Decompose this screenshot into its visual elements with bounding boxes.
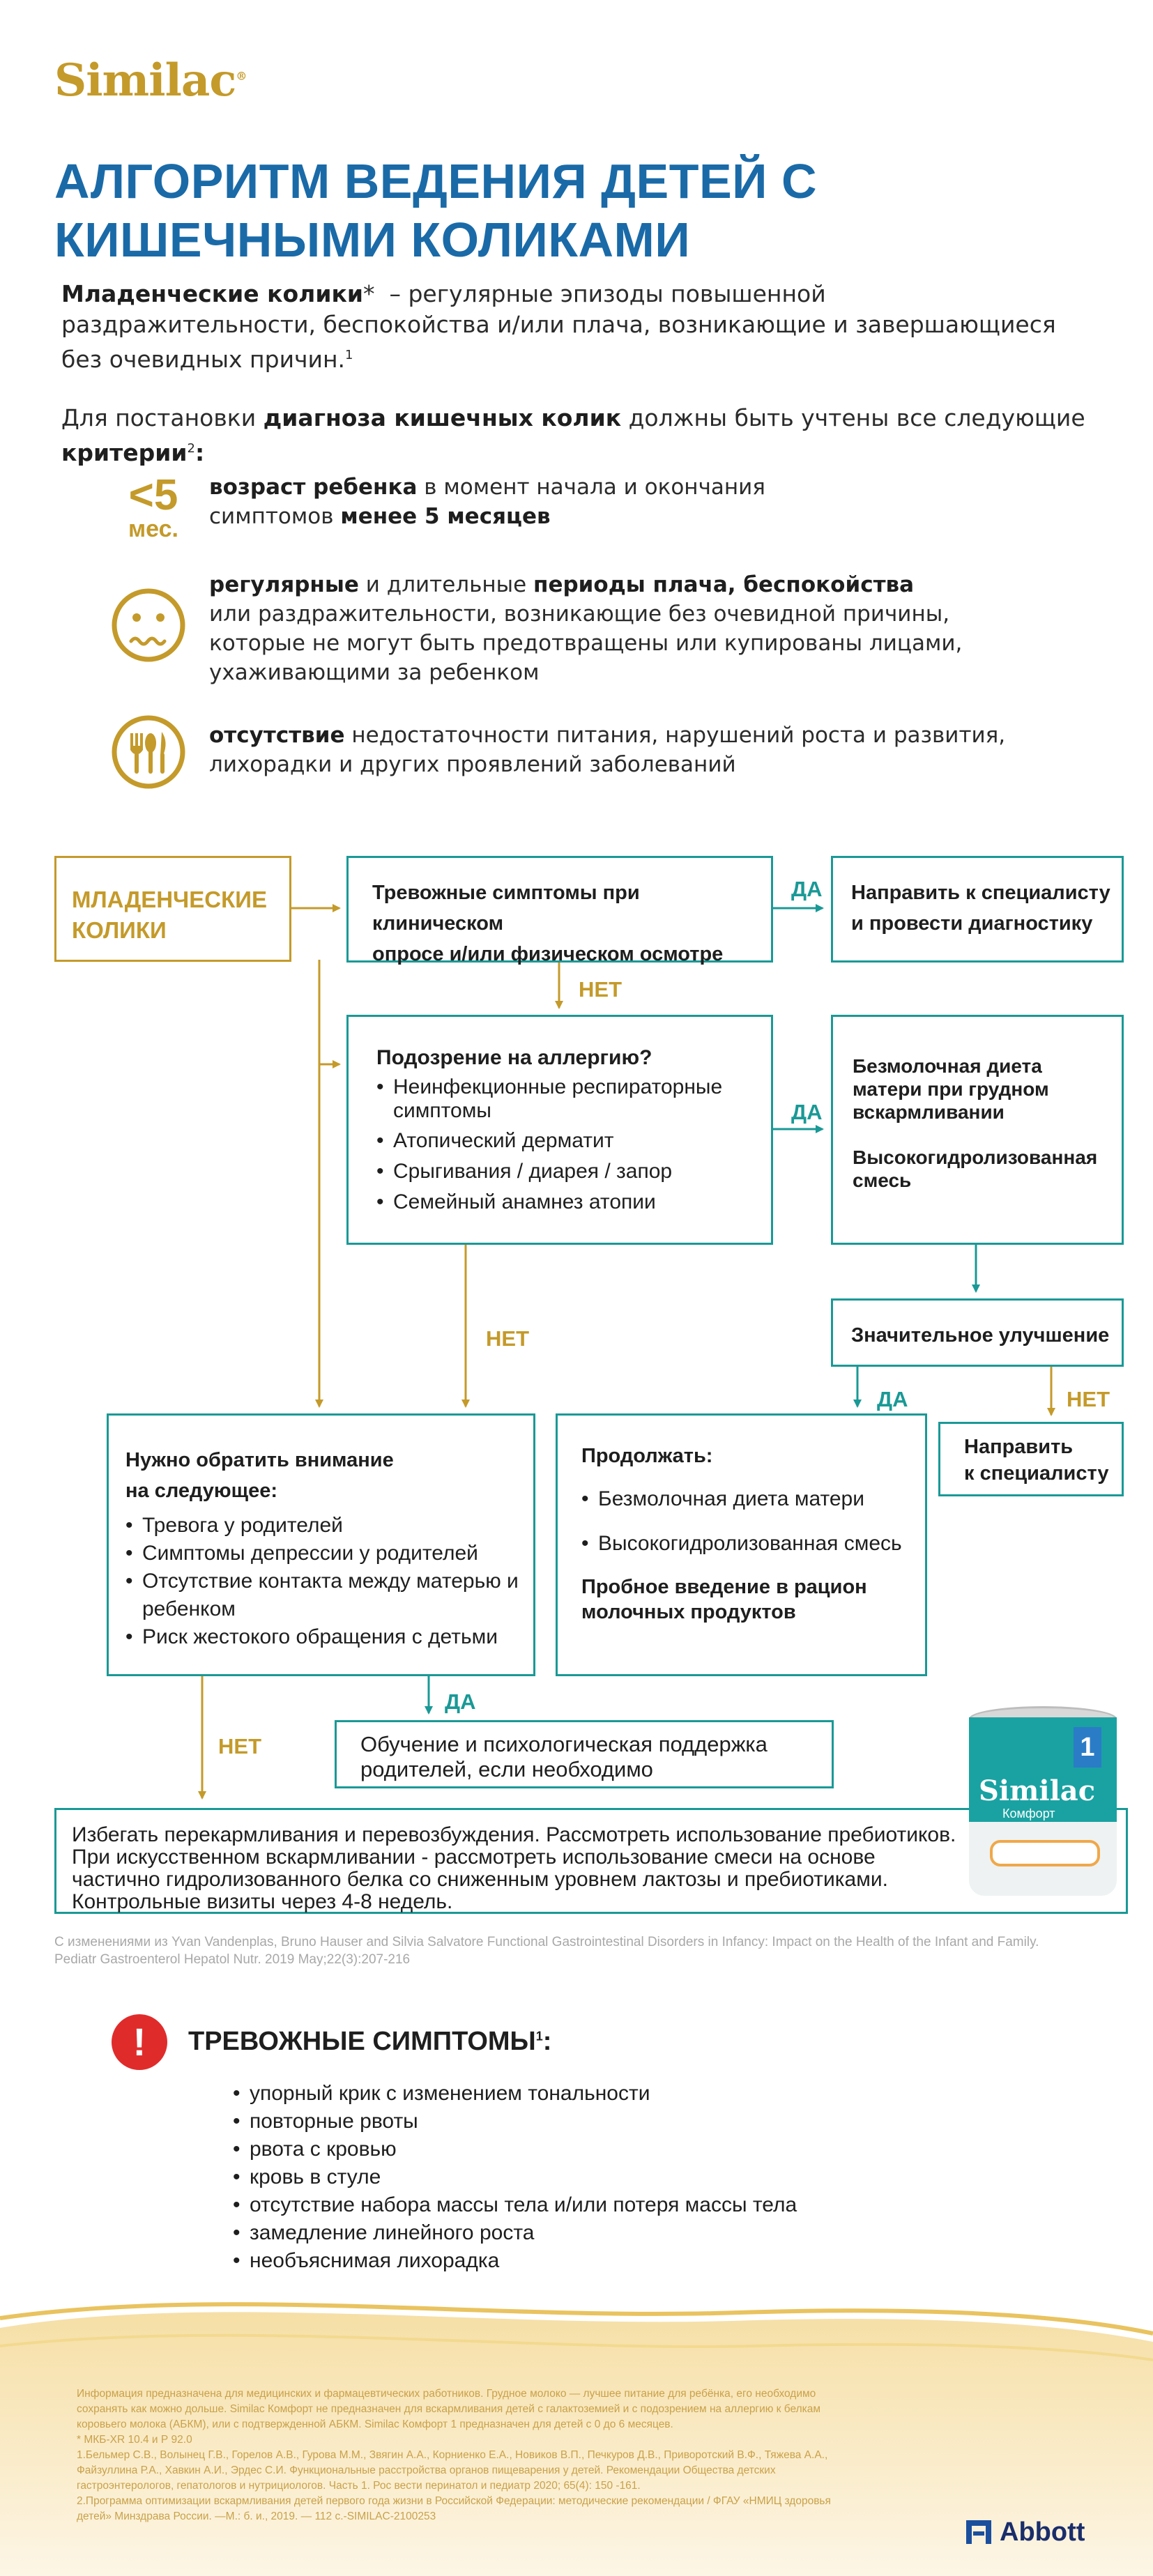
no-label: НЕТ [579,977,622,1002]
abbott-mark-icon [966,2520,991,2544]
yes-label: ДА [791,877,823,901]
source-citation: С изменениями из Yvan Vandenplas, Bruno … [54,1935,1039,1967]
improvement-box: Значительное улучшение [831,1298,1124,1367]
allergy-item: Атопический дерматит [376,1127,753,1155]
continue-item: Высокогидролизованная смесь [581,1530,902,1558]
alarm-item: рвота с кровью [233,2136,1000,2163]
product-brand: Similac [979,1774,1096,1807]
alarm-item: повторные рвоты [233,2108,1000,2136]
allergy-item: Неинфекционные респираторные симптомы [376,1073,753,1123]
criterion-age: возраст ребенка в момент начала и оконча… [209,475,765,529]
footer-disclaimer: Информация предназначена для медицинских… [77,2388,831,2522]
no-label: НЕТ [218,1734,261,1758]
crying-face-icon [112,588,185,662]
attention-item: Симптомы депрессии у родителей [125,1540,523,1567]
yes-label: ДА [445,1689,476,1714]
alarm-list: упорный крик с изменением тональности по… [233,2080,1000,2275]
alarm-item: замедление линейного роста [233,2219,1000,2247]
product-name: Комфорт [1002,1807,1055,1820]
criteria-intro: Для постановки диагноза кишечных колик д… [61,404,1085,466]
product-image: 1 Similac Комфорт [963,1706,1118,1903]
abbott-logo: Abbott [963,2516,1131,2551]
alarm-title: ТРЕВОЖНЫЕ СИМПТОМЫ1: [188,2027,552,2056]
alarm-item: кровь в стуле [233,2163,1000,2191]
continue-box: Продолжать: Безмолочная диета матери Выс… [556,1413,927,1676]
allergy-item: Семейный анамнез атопии [376,1188,753,1216]
allergy-item: Срыгивания / диарея / запор [376,1158,753,1186]
stage-badge: 1 [1074,1727,1101,1768]
no-label: НЕТ [1067,1387,1110,1411]
similac-logo: Similac® [54,54,247,107]
attention-item: Риск жестокого обращения с детьми [125,1623,523,1651]
criterion-absence: отсутствие недостаточности питания, нару… [209,723,1006,777]
attention-item: Отсутствие контакта между матерью и ребе… [125,1567,523,1623]
allergy-question-box: Подозрение на аллергию? Неинфекционные р… [346,1015,773,1245]
yes-label: ДА [877,1387,908,1411]
intro-definition: Младенческие колики* – регулярные эпизод… [61,280,1056,373]
final-recommendation-box: Избегать перекармливания и перевозбужден… [54,1808,1128,1914]
criterion-crying: регулярные и длительные периоды плача, б… [209,572,963,685]
cutlery-icon [112,715,185,789]
attention-item: Тревога у родителей [125,1512,523,1540]
flowchart-connectors [198,904,1055,1800]
yes-label: ДА [791,1100,823,1124]
alarm-item: упорный крик с изменением тональности [233,2080,1000,2108]
alarm-item: необъяснимая лихорадка [233,2247,1000,2275]
continue-item: Безмолочная диета матери [581,1485,902,1513]
footer-wave [0,2302,1153,2576]
alarm-item: отсутствие набора массы тела и/или потер… [233,2191,1000,2219]
warning-icon: ! [112,2014,167,2070]
age-limit-icon: <5 мес. [128,471,178,542]
page-title: АЛГОРИТМ ВЕДЕНИЯ ДЕТЕЙ С КИШЕЧНЫМИ КОЛИК… [54,154,817,267]
no-label: НЕТ [486,1326,529,1351]
